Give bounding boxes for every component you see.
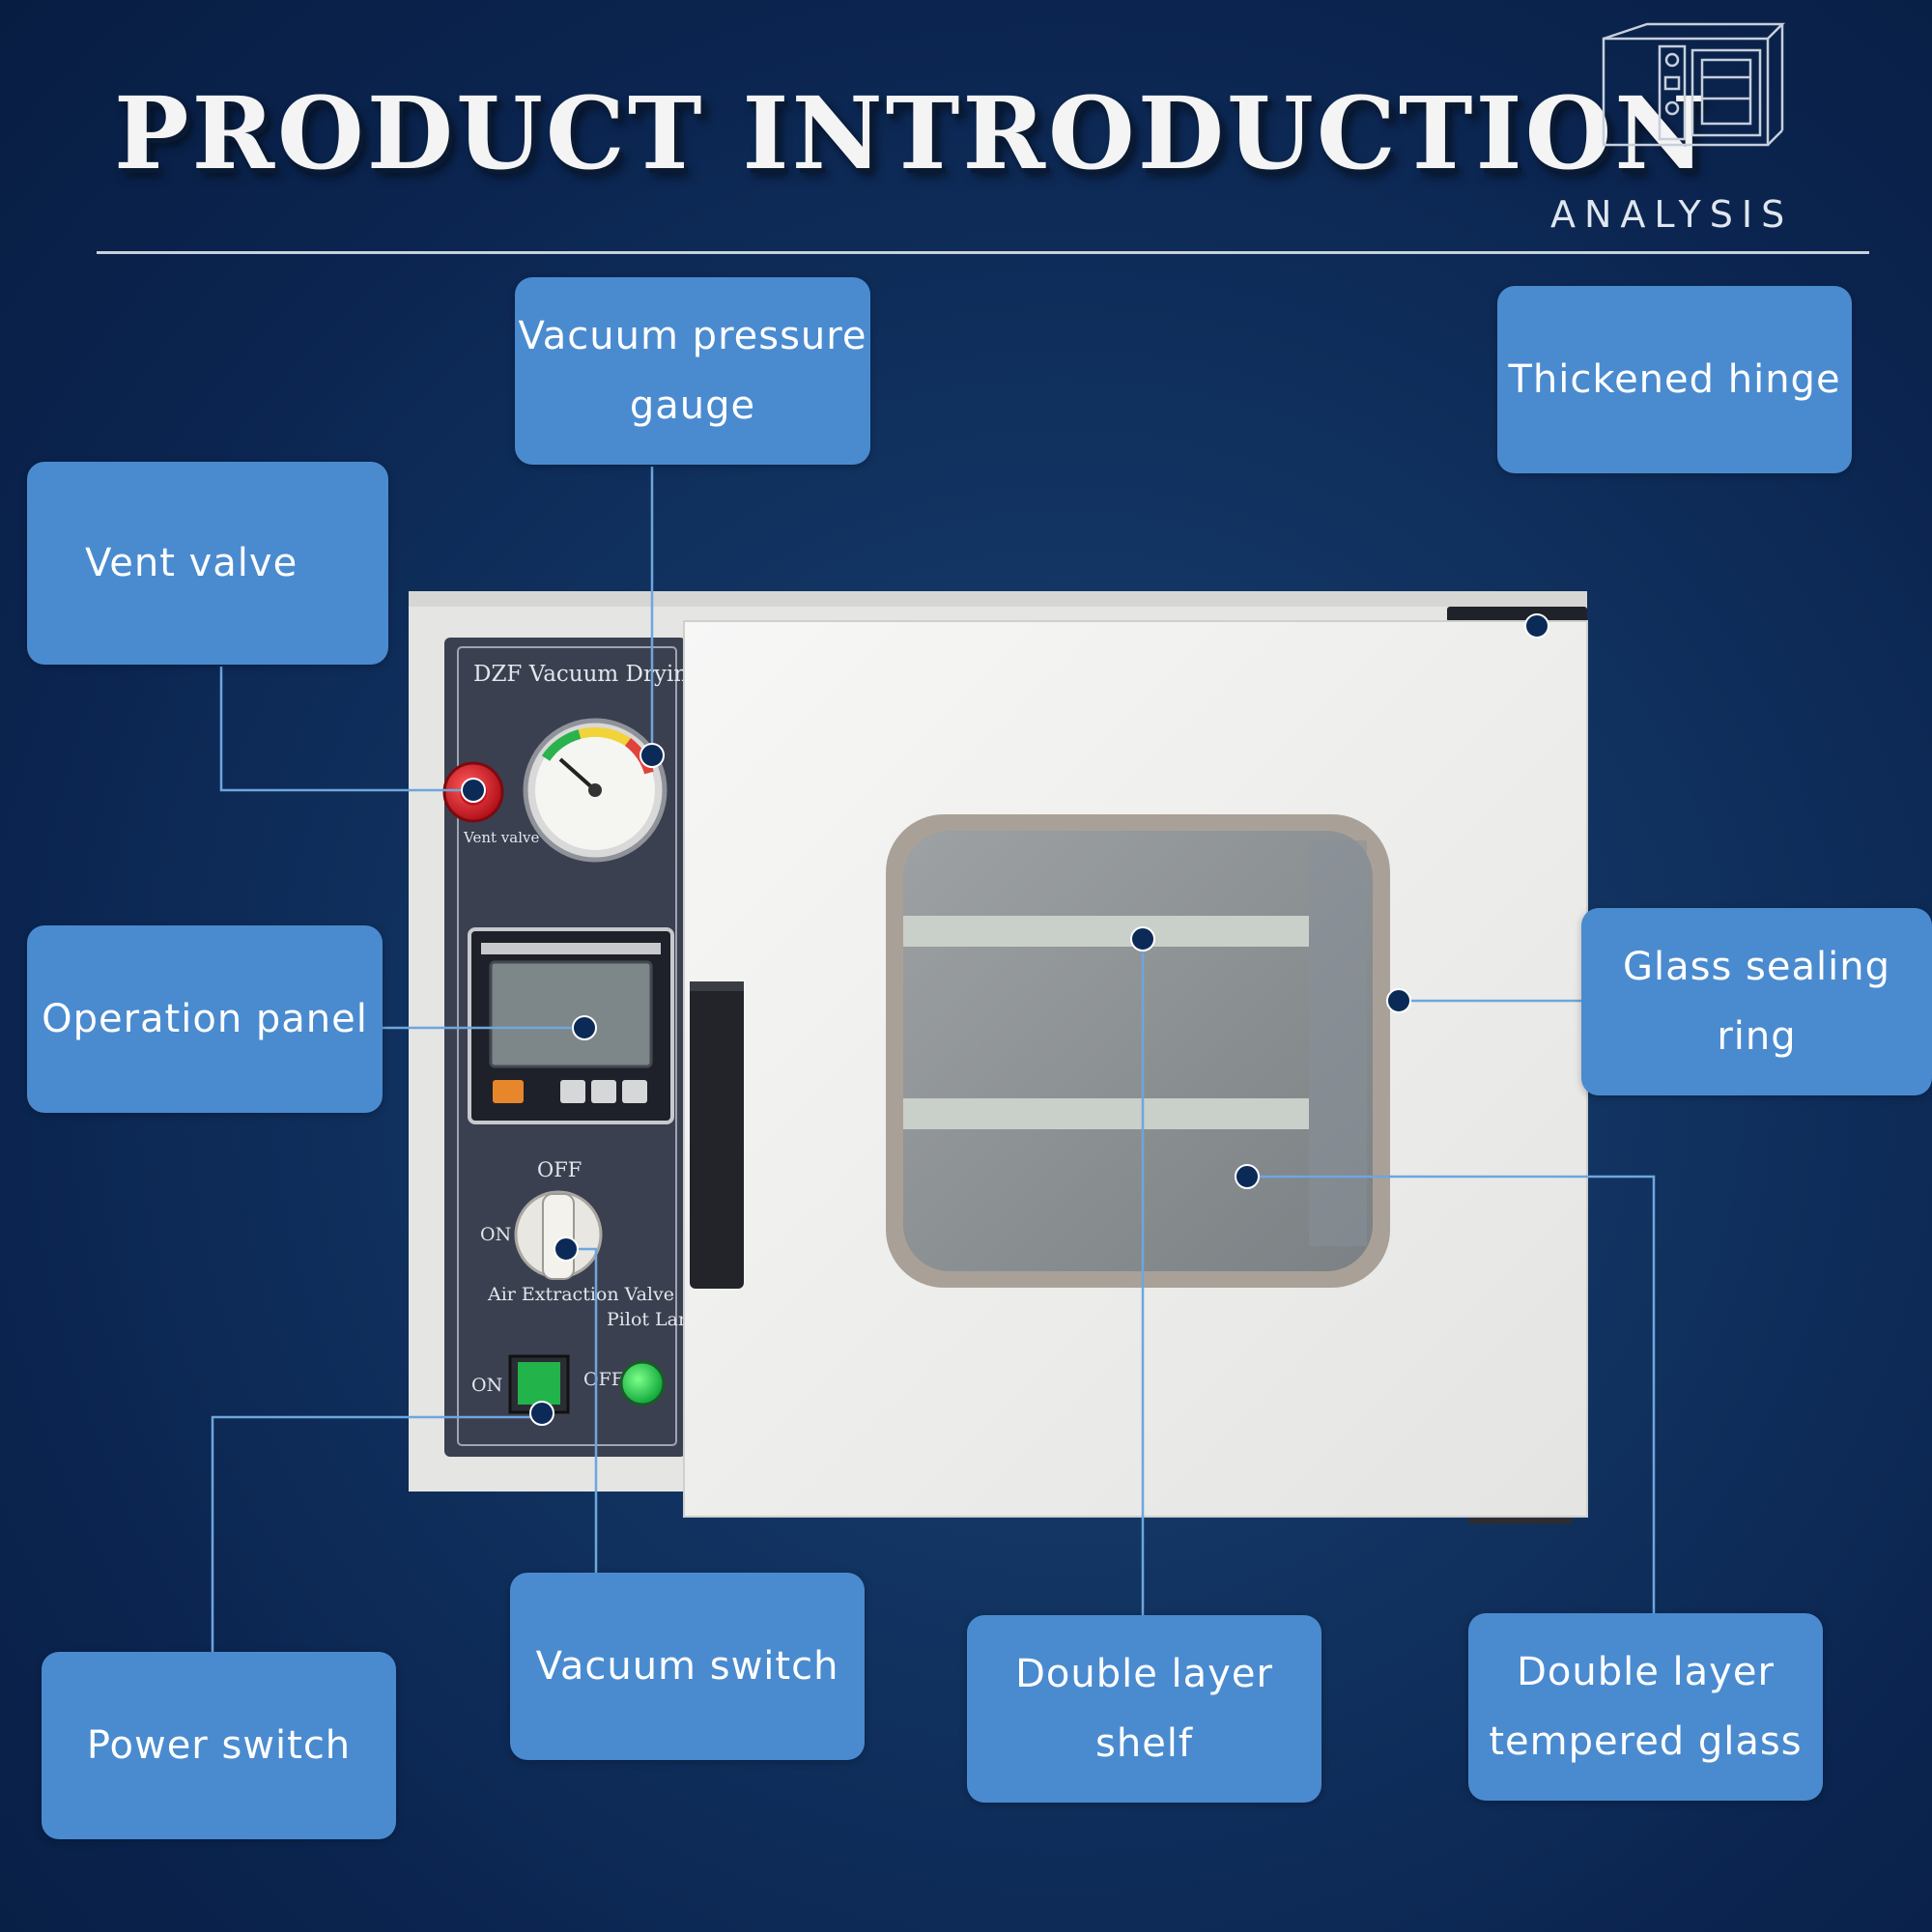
on-label: ON: [480, 1224, 511, 1245]
power-on-label: ON: [471, 1375, 502, 1396]
power-off-label: OFF: [583, 1369, 624, 1390]
callout-glass-sealing-ring: Glass sealing ring: [1581, 908, 1932, 1095]
hinge-dot: [1524, 613, 1549, 639]
panel-dot: [572, 1015, 597, 1040]
shelf-lower: [903, 1098, 1309, 1129]
pilot-lamp: [619, 1360, 666, 1406]
callout-vacuum-switch-text: Vacuum switch: [535, 1644, 839, 1689]
pilot-lamp-label: Pilot Lamp: [607, 1309, 707, 1330]
top-hinge: [1447, 607, 1587, 622]
callout-thickened-hinge: Thickened hinge: [1497, 286, 1852, 473]
vacuum-switch-dot: [554, 1236, 579, 1262]
vacuum-oven: DZF Vacuum Drying Oven Vent valve: [409, 591, 1588, 1524]
shelf-upper: [903, 916, 1309, 947]
door-handle[interactable]: [690, 981, 744, 1289]
shelf-dot: [1130, 926, 1155, 952]
callout-operation-panel: Operation panel: [27, 925, 383, 1113]
callout-vent-valve-text: Vent valve: [85, 541, 298, 585]
callout-double-layer-shelf: Double layer shelf: [967, 1615, 1321, 1803]
vent-valve-label: Vent valve: [463, 829, 539, 846]
callout-thickened-hinge-text: Thickened hinge: [1508, 357, 1841, 402]
callout-vacuum-pressure-gauge-text: Vacuum pressure gauge: [518, 314, 867, 428]
off-label: OFF: [537, 1158, 582, 1181]
analysis-label: ANALYSIS: [1550, 193, 1794, 236]
vacuum-pressure-gauge: [523, 718, 668, 863]
oven-thumbnail-icon: [1602, 22, 1786, 147]
page-title: PRODUCT INTRODUCTION: [114, 75, 1709, 192]
air-extraction-valve-label: Air Extraction Valve: [487, 1284, 674, 1305]
callout-double-layer-shelf-text: Double layer shelf: [1015, 1652, 1273, 1766]
callout-operation-panel-text: Operation panel: [42, 997, 368, 1041]
glass-dot: [1235, 1164, 1260, 1189]
callout-glass-sealing-ring-text: Glass sealing ring: [1623, 945, 1890, 1059]
tempered-glass-window: [903, 831, 1373, 1271]
callout-vacuum-pressure-gauge: Vacuum pressure gauge: [515, 277, 870, 465]
callout-dots: [461, 613, 1549, 1426]
callout-power-switch: Power switch: [42, 1652, 396, 1839]
ring-dot: [1386, 988, 1411, 1013]
callout-power-switch-text: Power switch: [86, 1723, 352, 1768]
callout-double-layer-tempered-glass: Double layer tempered glass: [1468, 1613, 1823, 1801]
callout-double-layer-tempered-glass-text: Double layer tempered glass: [1489, 1650, 1803, 1764]
callout-vacuum-switch: Vacuum switch: [510, 1573, 865, 1760]
power-dot: [529, 1401, 554, 1426]
header-divider: [97, 251, 1869, 254]
vent-dot: [461, 778, 486, 803]
vacuum-switch-knob[interactable]: [514, 1190, 603, 1280]
operation-panel[interactable]: [468, 927, 674, 1124]
callout-vent-valve: Vent valve: [27, 462, 388, 665]
gauge-dot: [639, 743, 665, 768]
